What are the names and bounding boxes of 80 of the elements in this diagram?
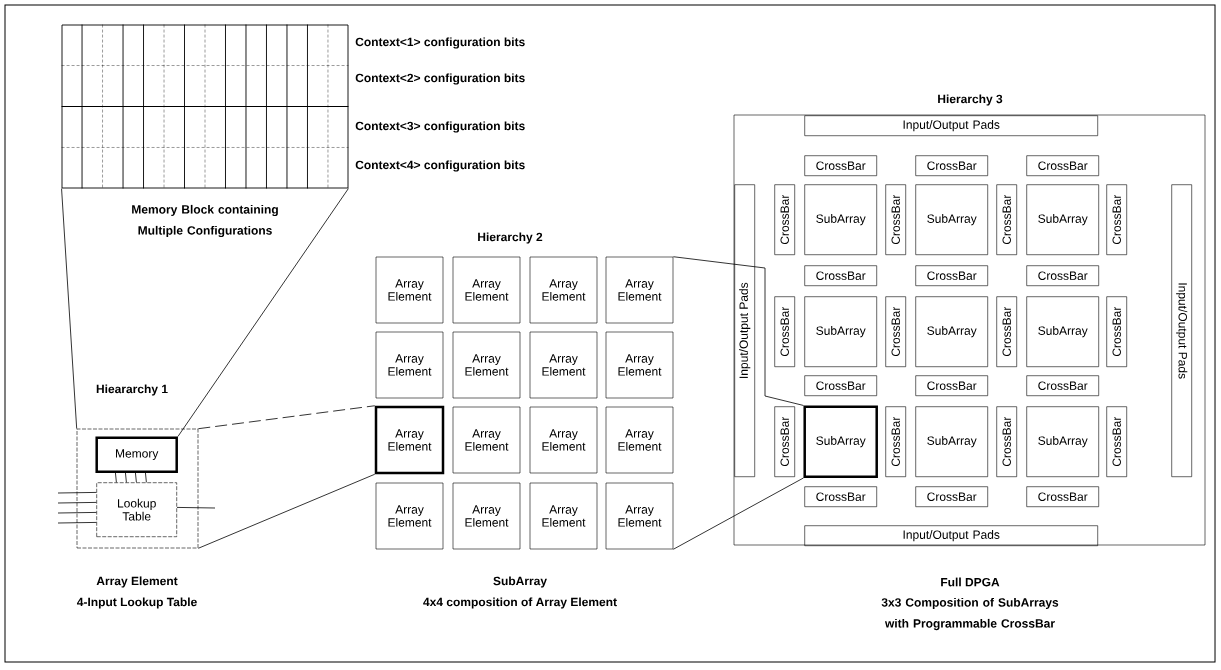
crossbar-box: CrossBar [1106,184,1127,255]
leader-line [61,188,78,430]
caption: 4x4 composition of Array Element [423,597,617,609]
node-label: 3x3 Composition of SubArrays with Programmable CrossBar [881,597,1059,631]
node-label: 4-Input Lookup Table [76,597,197,609]
crossbar-box: CrossBar [804,155,877,176]
array-element-box: Array Element [529,256,598,324]
array-element-box: Array Element [452,331,521,399]
array-element-box: Array Element [452,406,521,474]
pad-bar: Input/Output Pads [734,184,755,477]
wire [145,472,147,483]
array-element-box: Array Element [605,331,674,399]
subarray-box: SubArray [1026,296,1099,367]
wire [125,472,127,483]
crossbar-box: CrossBar [774,296,795,367]
array-element-box: Array Element [605,406,674,474]
heading: Hierarchy 2 [478,232,543,244]
array-element-box: Array Element [529,482,598,550]
wire [57,522,97,524]
crossbar-box: CrossBar [915,486,988,507]
crossbar-box: CrossBar [804,265,877,286]
crossbar-box: CrossBar [885,296,906,367]
crossbar-box: CrossBar [915,265,988,286]
pad-bar: Input/Output Pads [804,525,1098,546]
crossbar-box: CrossBar [1106,406,1127,477]
node-label: Array Element [96,576,178,588]
leader-line [177,188,349,437]
crossbar-box: CrossBar [996,296,1017,367]
wire [176,507,216,509]
pad-bar: Input/Output Pads [804,115,1098,136]
wire [57,492,97,494]
subarray-box: SubArray [915,406,988,477]
array-element-box: Array Element [529,331,598,399]
heading: Hieararchy 1 [96,384,168,396]
crossbar-box: CrossBar [774,184,795,255]
array-element-box: Array Element [375,256,444,324]
array-element-box: Array Element [605,256,674,324]
leader-line [197,473,376,549]
crossbar-box: CrossBar [996,184,1017,255]
pad-bar: Input/Output Pads [1171,184,1192,477]
crossbar-box: CrossBar [804,486,877,507]
memory-box: Memory [95,436,178,473]
subarray-box: SubArray [915,296,988,367]
array-element-box: Array Element [375,331,444,399]
subarray-box: SubArray [915,184,988,255]
crossbar-box: CrossBar [885,184,906,255]
node-label: Full DPGA [941,577,1000,587]
array-element-box: Array Element [452,482,521,550]
lookup-table-box: Lookup Table [96,482,177,537]
caption: SubArray [493,576,547,588]
crossbar-box: CrossBar [1026,265,1099,286]
array-element-box: Array Element [529,406,598,474]
crossbar-box: CrossBar [915,155,988,176]
wire [135,472,137,483]
crossbar-box: CrossBar [1026,155,1099,176]
heading: Hierarchy 3 [938,94,1003,106]
crossbar-box: CrossBar [804,375,877,396]
wire [57,502,97,504]
subarray-box: SubArray [804,296,877,367]
subarray-box: SubArray [1026,406,1099,477]
array-element-box: Array Element [374,405,445,475]
crossbar-box: CrossBar [915,375,988,396]
crossbar-box: CrossBar [1106,296,1127,367]
crossbar-box: CrossBar [1026,375,1099,396]
subarray-box: SubArray [803,405,878,478]
array-element-box: Array Element [375,482,444,550]
subarray-box: SubArray [804,184,877,255]
leader-line [672,256,804,406]
crossbar-box: CrossBar [774,406,795,477]
wire [57,512,97,514]
crossbar-box: CrossBar [885,406,906,477]
leader-line [672,477,804,550]
node-label: Memory Block containing Multiple Configurations [132,204,278,238]
crossbar-box: CrossBar [1026,486,1099,507]
subarray-box: SubArray [1026,184,1099,255]
crossbar-box: CrossBar [996,406,1017,477]
leader-line [197,405,376,430]
wire [115,472,117,483]
array-element-box: Array Element [605,482,674,550]
array-element-box: Array Element [452,256,521,324]
